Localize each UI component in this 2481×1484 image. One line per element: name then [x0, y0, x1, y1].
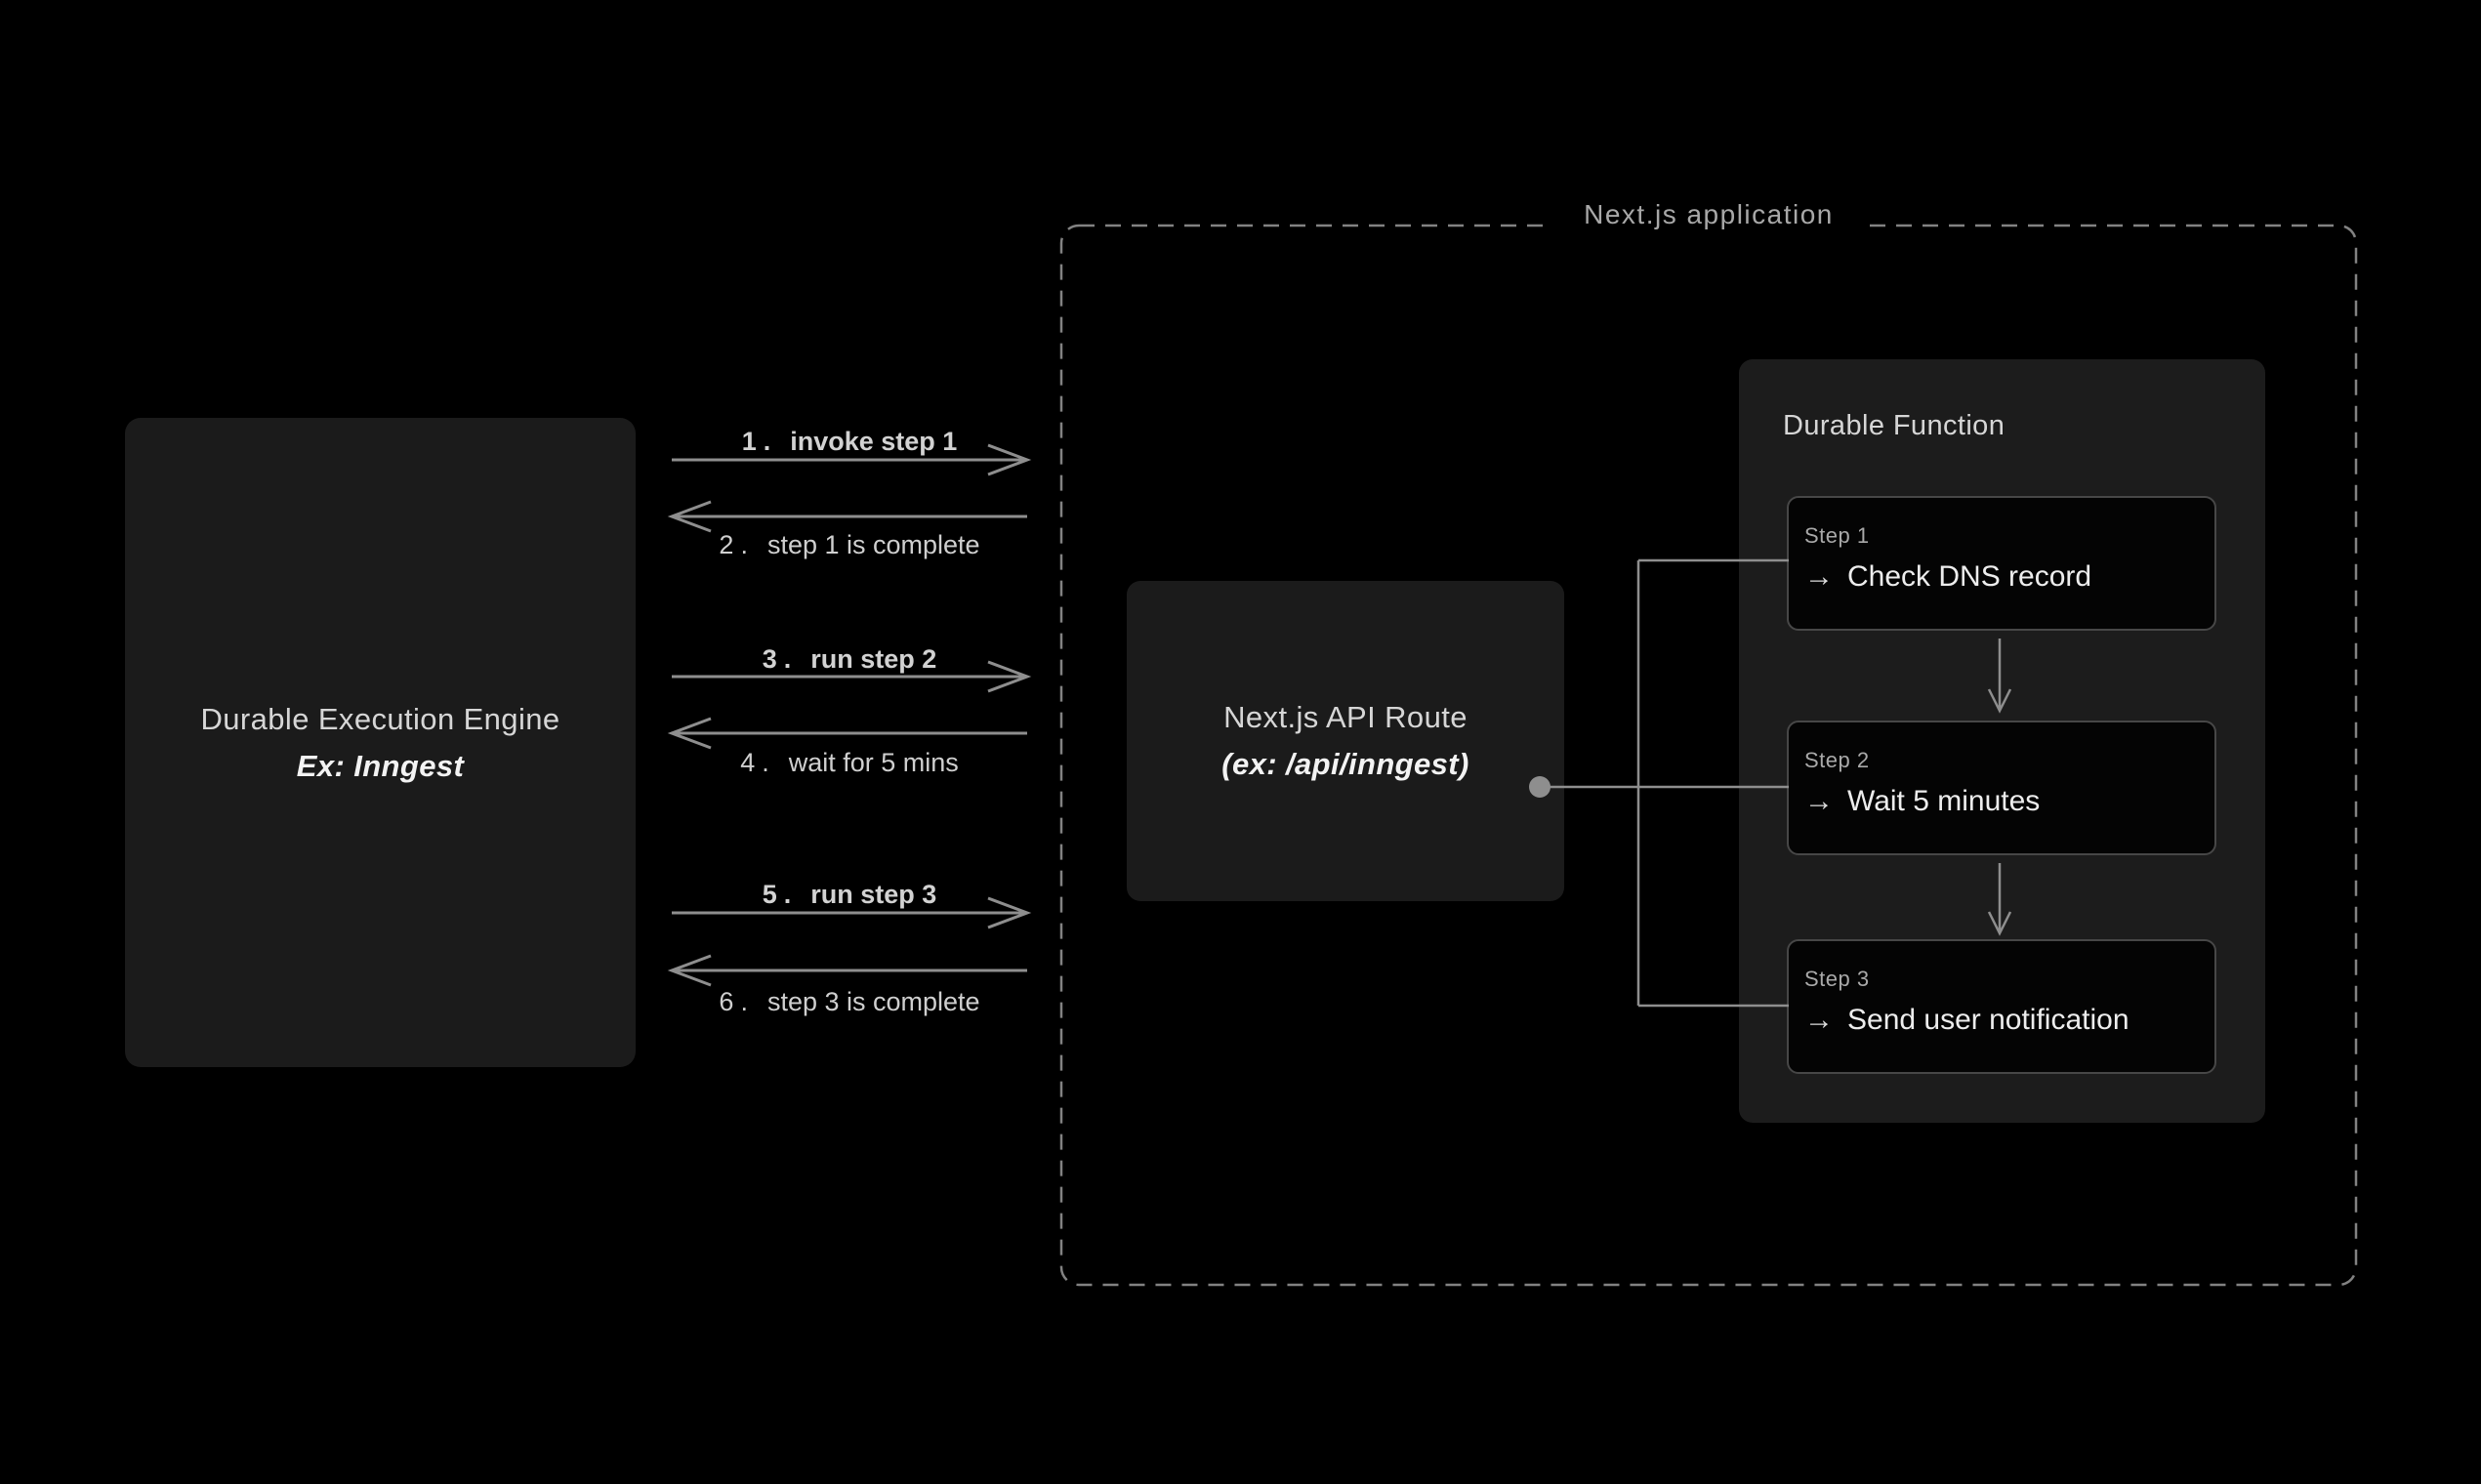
- step-card-3: Step 3 → Send user notification: [1787, 939, 2216, 1074]
- step-2-action: → Wait 5 minutes: [1804, 785, 2040, 818]
- message-2-number: 2.: [719, 530, 755, 559]
- message-2-text: step 1 is complete: [766, 530, 980, 559]
- message-5-number: 5.: [762, 880, 799, 909]
- step-1-action: → Check DNS record: [1804, 560, 2091, 594]
- message-label-3: 3. run step 2: [672, 642, 1027, 676]
- message-4-text: wait for 5 mins: [788, 748, 959, 777]
- step-3-label: Step 3: [1804, 967, 1870, 991]
- api-route-box: Next.js API Route (ex: /api/inngest): [1127, 581, 1564, 901]
- message-arrow-2-left: [667, 500, 1027, 533]
- durable-function-title: Durable Function: [1783, 410, 2005, 441]
- step-3-action: → Send user notification: [1804, 1004, 2130, 1037]
- message-label-4: 4. wait for 5 mins: [672, 746, 1027, 779]
- durable-function-panel: Durable Function Step 1 → Check DNS recor…: [1739, 359, 2265, 1123]
- step-1-action-text: Check DNS record: [1847, 560, 2092, 593]
- api-box-title: Next.js API Route: [1223, 700, 1468, 734]
- step-2-action-text: Wait 5 minutes: [1847, 785, 2041, 817]
- right-arrow-icon: →: [1804, 560, 1834, 593]
- message-1-number: 1.: [741, 427, 778, 456]
- message-arrow-4-left: [667, 717, 1027, 750]
- engine-box-subtitle: Ex: Inngest: [296, 748, 465, 783]
- message-3-number: 3.: [762, 644, 799, 674]
- api-box-subtitle: (ex: /api/inngest): [1221, 747, 1469, 781]
- message-6-number: 6.: [719, 987, 755, 1016]
- step-card-1: Step 1 → Check DNS record: [1787, 496, 2216, 631]
- message-arrow-6-left: [667, 954, 1027, 987]
- message-4-number: 4.: [740, 748, 776, 777]
- message-label-6: 6. step 3 is complete: [672, 985, 1027, 1018]
- step-3-action-text: Send user notification: [1847, 1004, 2130, 1036]
- step-2-label: Step 2: [1804, 748, 1870, 772]
- right-arrow-icon: →: [1804, 785, 1834, 817]
- message-5-text: run step 3: [810, 880, 937, 909]
- nextjs-app-title-row: Next.js application: [1061, 191, 2356, 238]
- message-label-5: 5. run step 3: [672, 878, 1027, 911]
- durable-execution-engine-box: Durable Execution Engine Ex: Inngest: [125, 418, 636, 1067]
- step-1-label: Step 1: [1804, 523, 1870, 548]
- message-1-text: invoke step 1: [790, 427, 958, 456]
- nextjs-app-title: Next.js application: [1552, 199, 1865, 230]
- step-card-2: Step 2 → Wait 5 minutes: [1787, 721, 2216, 855]
- message-3-text: run step 2: [810, 644, 937, 674]
- message-label-2: 2. step 1 is complete: [672, 528, 1027, 561]
- message-6-text: step 3 is complete: [766, 987, 980, 1016]
- engine-box-title: Durable Execution Engine: [200, 701, 560, 736]
- message-label-1: 1. invoke step 1: [672, 425, 1027, 458]
- right-arrow-icon: →: [1804, 1004, 1834, 1036]
